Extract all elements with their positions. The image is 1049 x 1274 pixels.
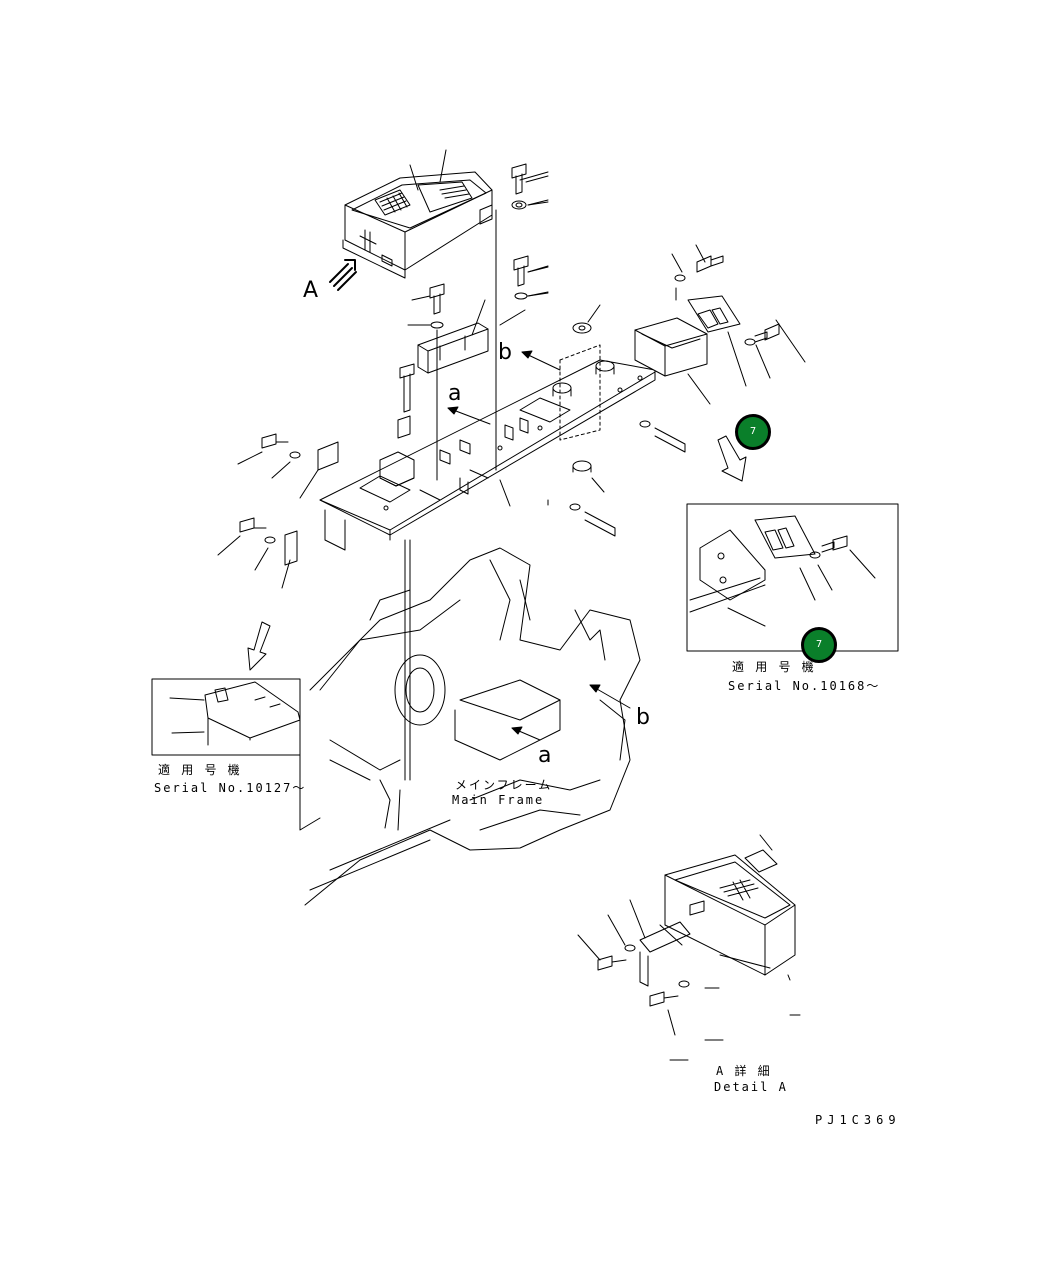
serial-number-left: Serial No.10127～ [154, 781, 307, 795]
callout-arrows-upper [447, 350, 561, 425]
marker-badge-lower[interactable]: 7 [801, 627, 837, 663]
drawing-code: PJ1C369 [815, 1113, 901, 1127]
callout-a-upper: a [448, 381, 462, 406]
control-box [342, 171, 493, 279]
callout-arrows-lower [511, 684, 631, 741]
detail-box-left [151, 678, 301, 756]
right-bracket [634, 255, 780, 377]
mount-bracket [417, 322, 489, 374]
applicable-serial-jp-left: 適 用 号 機 [158, 763, 242, 777]
marker-badge-upper[interactable]: 7 [735, 414, 771, 450]
main-frame [299, 547, 641, 906]
callout-b-upper: b [498, 340, 512, 365]
detail-a-label-en: Detail A [714, 1080, 788, 1094]
serial-number-right: Serial No.10168～ [728, 679, 881, 693]
callout-b-lower: b [636, 705, 650, 730]
main-frame-label-jp: メインフレーム [455, 778, 553, 792]
leader-lines [217, 149, 806, 781]
applicable-serial-jp-right: 適 用 号 機 [732, 660, 816, 674]
detail-a-label-jp: A 詳 細 [716, 1064, 772, 1078]
mounting-plate [319, 359, 656, 551]
view-a-arrow [329, 259, 357, 291]
detail-a-assembly [577, 834, 801, 1061]
callout-a-lower: a [538, 743, 552, 768]
washers [239, 322, 686, 566]
detail-arrows [247, 435, 747, 671]
detail-box-right [686, 503, 899, 652]
main-frame-label-en: Main Frame [452, 793, 545, 807]
view-a-label: A [303, 278, 319, 303]
